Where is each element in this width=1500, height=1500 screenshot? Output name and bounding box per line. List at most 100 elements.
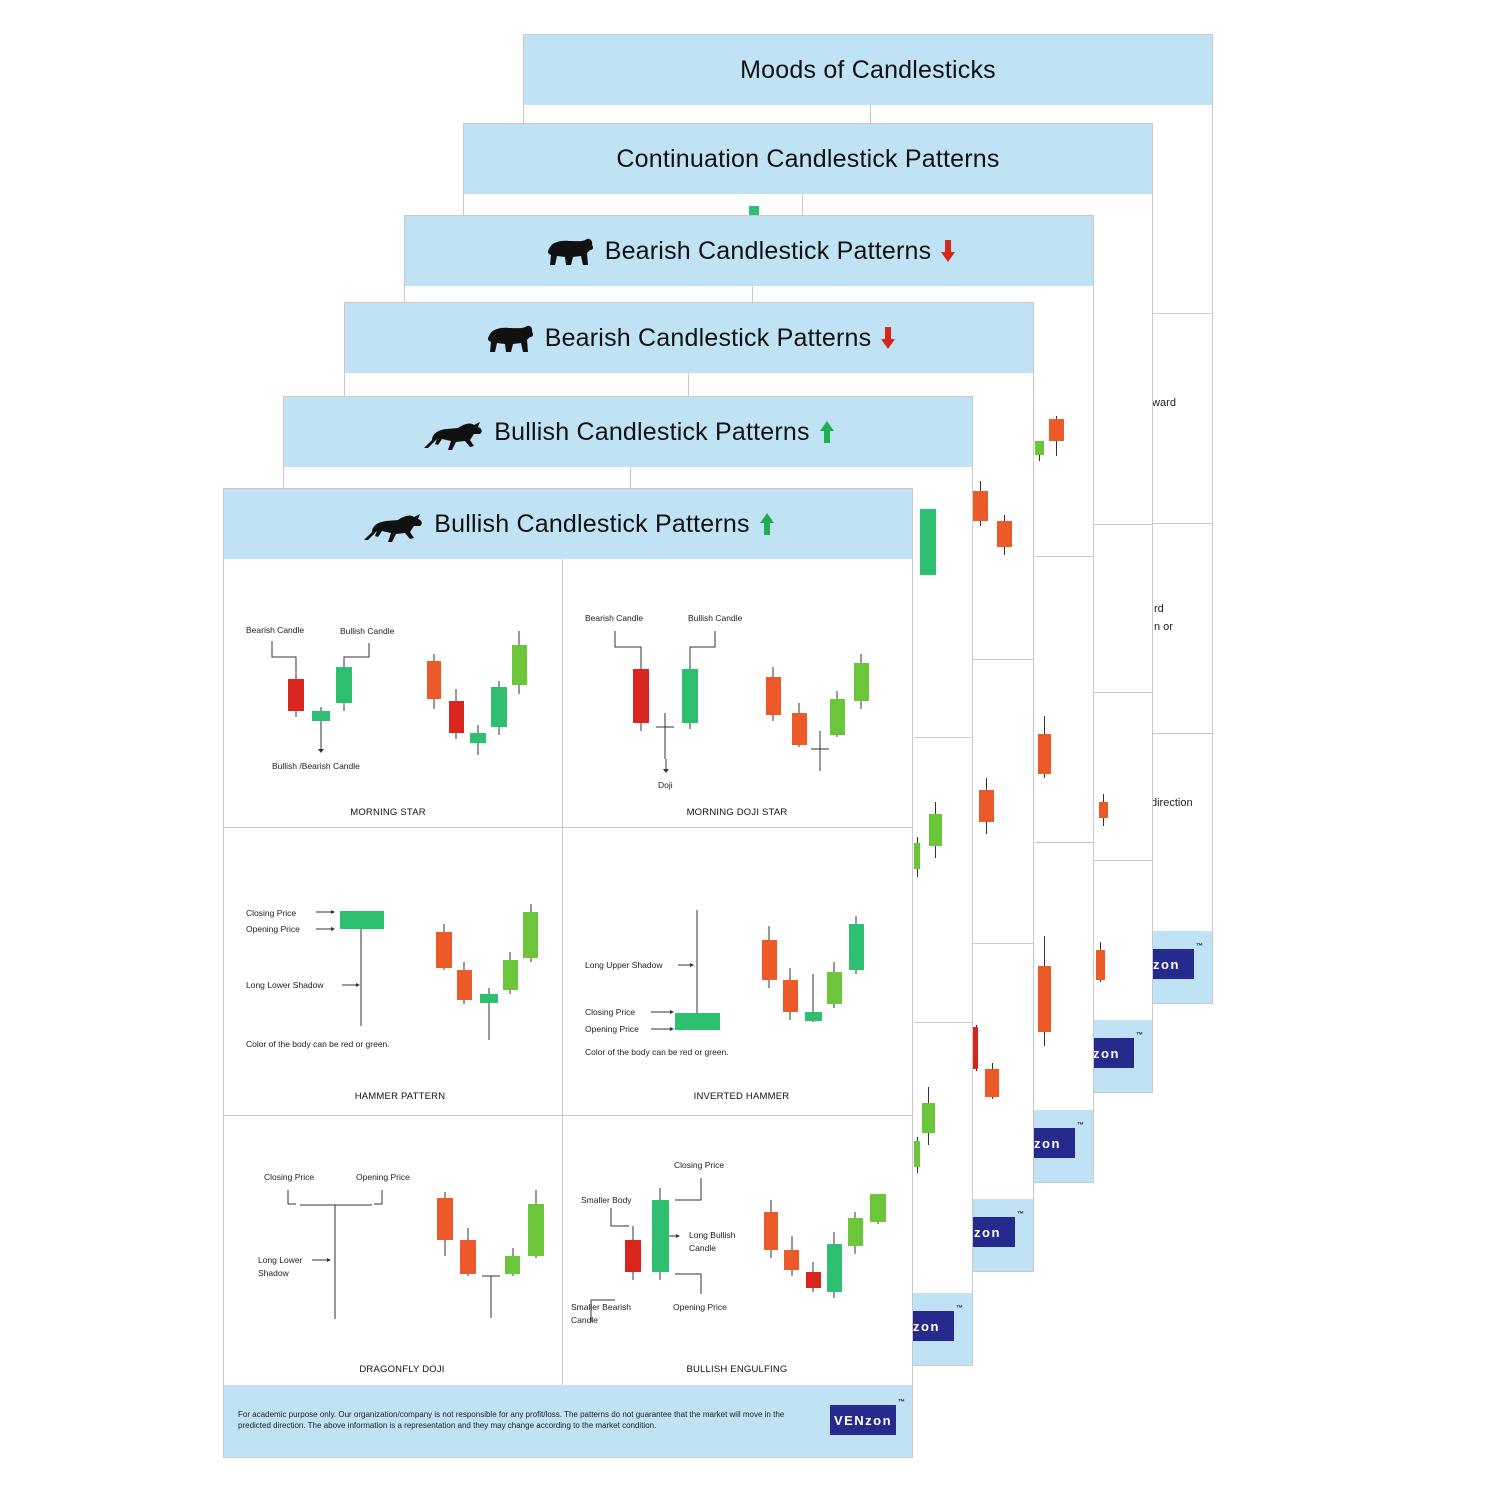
- candlestick: [470, 733, 486, 743]
- label-opening-price: Opening Price: [356, 1172, 410, 1182]
- label-smaller-bearish: Smaller Bearish: [571, 1302, 631, 1312]
- candlestick: [762, 940, 777, 980]
- pattern-morning-star: Bearish Candle Bullish Candle Bullish /B…: [224, 559, 562, 827]
- grid-divider: [1094, 692, 1152, 693]
- poster-header: Bullish Candlestick Patterns: [224, 489, 912, 559]
- grid-divider: [973, 659, 1033, 660]
- grid-divider: [914, 737, 972, 738]
- pattern-diagram: [651, 910, 864, 1031]
- arrow-down-icon: [881, 327, 896, 349]
- candlestick: [783, 980, 798, 1012]
- candlestick: [766, 677, 781, 715]
- grid-divider: [224, 827, 912, 828]
- candlestick: [312, 711, 330, 721]
- label-candle: Candle: [571, 1315, 598, 1325]
- label-candle: Candle: [689, 1243, 716, 1253]
- label-bullish-bearish-candle: Bullish /Bearish Candle: [272, 761, 360, 771]
- bull-icon: [364, 514, 423, 542]
- label-long-lower: Long Lower: [258, 1255, 303, 1265]
- pattern-name: DRAGONFLY DOJI: [359, 1364, 445, 1375]
- arrow-up-icon: [759, 513, 774, 535]
- candlestick: [805, 1012, 822, 1021]
- candlestick: [449, 701, 464, 733]
- candlestick: [512, 645, 527, 685]
- label-bearish-candle: Bearish Candle: [246, 625, 305, 635]
- label-bullish-candle: Bullish Candle: [688, 613, 743, 623]
- arrow-up-icon: [819, 421, 834, 443]
- candlestick: [625, 1240, 641, 1272]
- grid-divider: [973, 943, 1033, 944]
- label-body-color-note: Color of the body can be red or green.: [585, 1047, 729, 1057]
- pattern-diagram: [316, 904, 538, 1040]
- bear-icon: [547, 238, 593, 265]
- poster-footer: For academic purpose only. Our organizat…: [224, 1385, 912, 1457]
- candlestick: [288, 679, 304, 711]
- label-bearish-candle: Bearish Candle: [585, 613, 644, 623]
- pattern-name: MORNING STAR: [350, 807, 426, 818]
- candlestick: [848, 1218, 863, 1246]
- label-bullish-candle: Bullish Candle: [340, 626, 395, 636]
- candlestick: [849, 924, 864, 970]
- grid-divider: [914, 1022, 972, 1023]
- label-opening-price: Opening Price: [246, 924, 300, 934]
- candlestick: [764, 1212, 778, 1250]
- poster-header: Bullish Candlestick Patterns: [284, 397, 972, 467]
- text-fragment: rd: [1154, 603, 1164, 615]
- pattern-name: BULLISH ENGULFING: [686, 1364, 788, 1375]
- candlestick: [675, 1013, 720, 1030]
- grid-divider: [1035, 842, 1093, 843]
- candlestick: [436, 932, 452, 968]
- bear-icon: [487, 325, 533, 352]
- text-fragment: nward: [1146, 397, 1176, 409]
- label-opening-price: Opening Price: [585, 1024, 639, 1034]
- candlestick: [827, 972, 842, 1004]
- candlestick: [437, 1198, 453, 1240]
- candlestick: [870, 1194, 886, 1222]
- label-opening-price: Opening Price: [673, 1302, 727, 1312]
- label-long-bullish: Long Bullish: [689, 1230, 736, 1240]
- candlestick: [480, 994, 498, 1003]
- poster-title: Bearish Candlestick Patterns: [544, 323, 872, 352]
- candlestick: [528, 1204, 544, 1256]
- pattern-diagram: [614, 631, 869, 773]
- poster-title: Continuation Candlestick Patterns: [616, 144, 1000, 173]
- text-fragment: direction: [1151, 797, 1193, 809]
- poster-title: Bearish Candlestick Patterns: [604, 236, 932, 265]
- candlestick: [827, 1244, 842, 1292]
- candlestick: [806, 1272, 821, 1288]
- label-shadow: Shadow: [258, 1268, 289, 1278]
- poster-title: Bullish Candlestick Patterns: [494, 417, 810, 446]
- candlestick: [830, 699, 845, 735]
- pattern-dragonfly-doji: Closing Price Opening Price Long Lower S…: [224, 1116, 562, 1386]
- candlestick: [854, 663, 869, 701]
- candlestick: [457, 970, 472, 1000]
- poster-title: Moods of Candlesticks: [740, 55, 996, 84]
- candlestick: [340, 911, 384, 929]
- poster-header: Continuation Candlestick Patterns: [464, 124, 1152, 194]
- pattern-name: INVERTED HAMMER: [693, 1091, 790, 1102]
- label-closing-price: Closing Price: [674, 1160, 725, 1170]
- poster-title: Bullish Candlestick Patterns: [434, 509, 750, 538]
- candlestick: [460, 1240, 476, 1274]
- grid-divider: [562, 559, 563, 1385]
- pattern-inverted-hammer: Long Upper Shadow Closing Price Opening …: [563, 828, 912, 1115]
- label-long-upper-shadow: Long Upper Shadow: [585, 960, 663, 970]
- pattern-diagram: [287, 1190, 544, 1319]
- candlestick: [784, 1250, 799, 1270]
- text-fragment: n or: [1154, 621, 1173, 633]
- pattern-name: HAMMER PATTERN: [354, 1091, 446, 1102]
- label-closing-price: Closing Price: [264, 1172, 315, 1182]
- candlestick: [427, 661, 441, 699]
- label-doji: Doji: [658, 780, 673, 790]
- pattern-bullish-engulfing: Closing Price Smaller Body Long Bullish …: [563, 1116, 912, 1386]
- label-closing-price: Closing Price: [246, 908, 297, 918]
- candlestick: [491, 687, 507, 727]
- candlestick: [652, 1200, 669, 1272]
- grid-divider: [1035, 556, 1093, 557]
- disclaimer-text: For academic purpose only. Our organizat…: [238, 1410, 785, 1430]
- pattern-diagram: [590, 1178, 886, 1322]
- grid-divider: [1094, 860, 1152, 861]
- label-body-color-note: Color of the body can be red or green.: [246, 1039, 390, 1049]
- grid-divider: [224, 1115, 912, 1116]
